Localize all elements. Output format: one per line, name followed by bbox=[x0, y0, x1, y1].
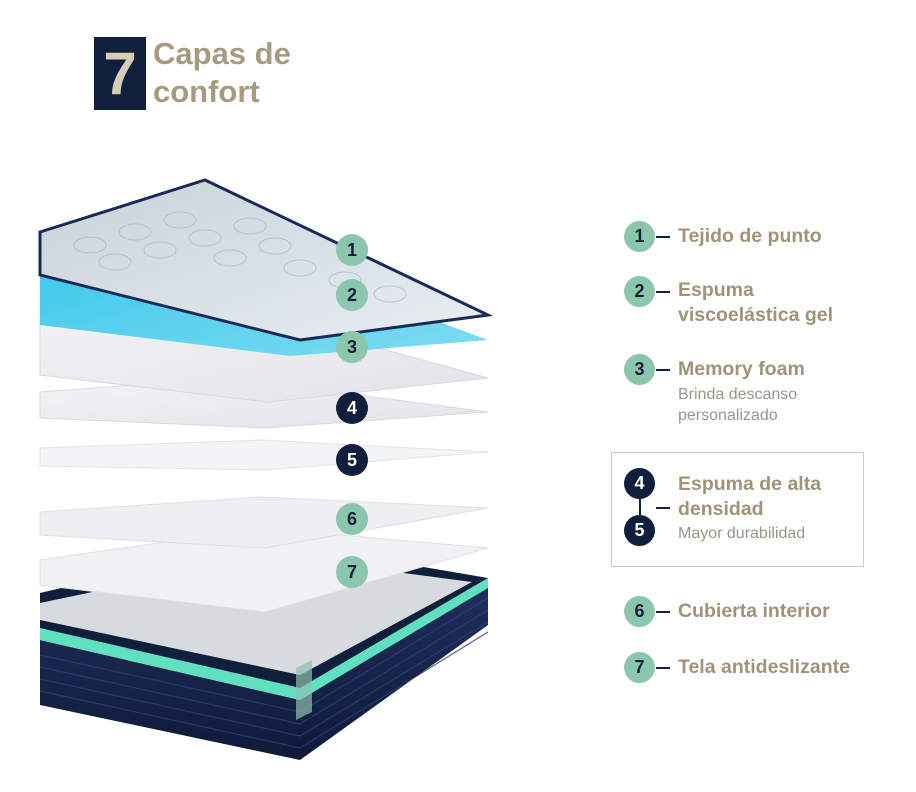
marker-3: 3 bbox=[336, 331, 368, 363]
legend-connector bbox=[656, 291, 670, 293]
legend-title-4-5-line-2: densidad bbox=[678, 498, 764, 520]
legend-number-3: 3 bbox=[624, 354, 655, 385]
marker-7: 7 bbox=[336, 556, 368, 588]
layer-5-sheet bbox=[39, 439, 489, 471]
legend-title-4-5-line-1: Espuma de alta bbox=[678, 473, 822, 495]
legend-title-1: Tejido de punto bbox=[678, 225, 822, 247]
legend-box-4-5 bbox=[611, 452, 864, 567]
marker-1: 1 bbox=[336, 234, 368, 266]
legend-title-2-line-1: Espuma bbox=[678, 279, 754, 301]
legend-title-4-5: Espuma de alta densidad bbox=[678, 472, 916, 522]
mattress-layers-illustration: 1 2 3 4 5 6 7 bbox=[38, 178, 494, 760]
marker-1-label: 1 bbox=[347, 240, 357, 260]
marker-5: 5 bbox=[336, 444, 368, 476]
layer-6-sheet bbox=[39, 496, 489, 549]
title-line-2: confort bbox=[153, 74, 260, 109]
marker-7-label: 7 bbox=[347, 562, 357, 582]
legend-subtitle-3-line-2: personalizado bbox=[678, 407, 778, 424]
legend-subtitle-3: Brinda descanso personalizado bbox=[678, 384, 916, 426]
marker-6-label: 6 bbox=[347, 509, 357, 529]
legend-title-3: Memory foam bbox=[678, 358, 805, 380]
legend-number-2: 2 bbox=[624, 276, 655, 307]
legend-subtitle-3-line-1: Brinda descanso bbox=[678, 386, 798, 403]
legend-connector bbox=[656, 667, 670, 669]
layer-markers: 1 2 3 4 5 6 7 bbox=[336, 234, 368, 588]
page-title: Capas de confort bbox=[153, 35, 393, 111]
marker-4: 4 bbox=[336, 392, 368, 424]
title-badge: 7 bbox=[94, 37, 146, 110]
legend-connector bbox=[656, 611, 670, 613]
legend-number-4: 4 bbox=[624, 468, 655, 499]
legend-subtitle-4-5: Mayor durabilidad bbox=[678, 525, 806, 542]
legend-number-7: 7 bbox=[624, 652, 655, 683]
layer-1-sheet bbox=[38, 178, 494, 342]
legend-connector-vertical bbox=[639, 499, 641, 515]
marker-3-label: 3 bbox=[347, 337, 357, 357]
legend-connector bbox=[656, 369, 670, 371]
legend-number-6: 6 bbox=[624, 596, 655, 627]
marker-5-label: 5 bbox=[347, 450, 357, 470]
legend-title-7: Tela antideslizante bbox=[678, 656, 850, 678]
legend-number-5: 5 bbox=[624, 515, 655, 546]
marker-2-label: 2 bbox=[347, 285, 357, 305]
marker-6: 6 bbox=[336, 503, 368, 535]
legend-title-2: Espuma viscoelástica gel bbox=[678, 278, 916, 328]
marker-4-label: 4 bbox=[347, 398, 357, 418]
title-line-1: Capas de bbox=[153, 36, 291, 71]
legend-title-2-line-2: viscoelástica gel bbox=[678, 304, 834, 326]
legend-connector bbox=[656, 236, 670, 238]
legend-number-1: 1 bbox=[624, 221, 655, 252]
marker-2: 2 bbox=[336, 279, 368, 311]
legend-connector bbox=[656, 507, 670, 509]
legend-title-6: Cubierta interior bbox=[678, 600, 830, 622]
